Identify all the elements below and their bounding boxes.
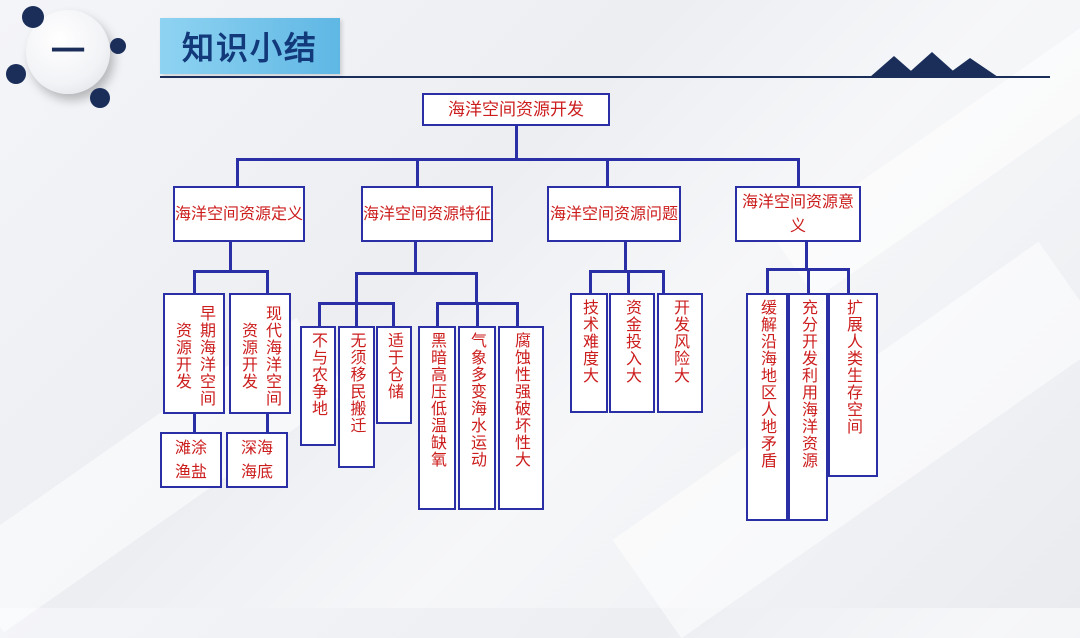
- leaf-label: 黑暗高压低温缺氧: [425, 332, 449, 468]
- branch-label: 海洋空间资源定义: [175, 202, 303, 226]
- decorative-dot: [22, 6, 44, 28]
- connector-line: [662, 270, 665, 294]
- leaf-label: 气象多变海水运动: [465, 332, 489, 468]
- connector-line: [193, 270, 269, 273]
- leaf-node: 缓解沿海地区人地矛盾: [746, 293, 788, 521]
- leaf-node: 充分开发利用海洋资源: [788, 293, 828, 521]
- connector-line: [229, 241, 232, 271]
- connector-line: [797, 158, 800, 188]
- connector-line: [805, 241, 808, 269]
- connector-line: [416, 158, 419, 188]
- connector-line: [392, 302, 395, 326]
- connector-line: [266, 270, 269, 294]
- connector-line: [193, 270, 196, 294]
- leaf-label: 现代海洋空间资源开发: [236, 299, 284, 412]
- leaf-node: 早期海洋空间资源开发: [163, 293, 225, 414]
- root-node: 海洋空间资源开发: [422, 93, 610, 126]
- connector-line: [766, 268, 769, 294]
- branch-node-problems: 海洋空间资源问题: [547, 186, 681, 242]
- leaf-node: 气象多变海水运动: [458, 326, 496, 510]
- leaf-label: 无须移民搬迁: [345, 332, 369, 434]
- decorative-dot: [6, 64, 26, 84]
- detail-node: 滩涂渔盐: [160, 432, 222, 488]
- leaf-label: 适于仓储: [382, 332, 406, 400]
- connector-line: [589, 270, 592, 294]
- connector-line: [624, 241, 627, 271]
- branch-node-definition: 海洋空间资源定义: [173, 186, 305, 242]
- detail-node: 深海海底: [226, 432, 288, 488]
- connector-line: [414, 241, 417, 273]
- connector-line: [516, 302, 519, 326]
- leaf-node: 现代海洋空间资源开发: [229, 293, 291, 414]
- leaf-node: 无须移民搬迁: [338, 326, 375, 468]
- page-title-banner: 知识小结: [160, 18, 340, 74]
- leaf-node: 适于仓储: [376, 326, 412, 424]
- branch-label: 海洋空间资源意义: [737, 190, 859, 238]
- branch-label: 海洋空间资源问题: [550, 202, 678, 226]
- leaf-node: 技术难度大: [570, 293, 608, 413]
- connector-line: [266, 413, 269, 433]
- root-node-label: 海洋空间资源开发: [448, 98, 584, 122]
- connector-line: [193, 413, 196, 433]
- branch-label: 海洋空间资源特征: [363, 202, 491, 226]
- leaf-label: 扩展人类生存空间: [841, 299, 865, 435]
- connector-line: [355, 272, 358, 304]
- connector-line: [807, 268, 810, 294]
- detail-label: 深海海底: [237, 436, 277, 484]
- leaf-label: 充分开发利用海洋资源: [796, 299, 820, 469]
- leaf-label: 技术难度大: [577, 299, 601, 384]
- branch-node-significance: 海洋空间资源意义: [735, 186, 861, 242]
- leaf-label: 早期海洋空间资源开发: [170, 299, 218, 412]
- connector-line: [606, 158, 609, 188]
- leaf-node: 不与农争地: [300, 326, 336, 446]
- connector-line: [355, 302, 358, 326]
- leaf-node: 扩展人类生存空间: [828, 293, 878, 477]
- leaf-label: 不与农争地: [306, 332, 330, 417]
- connector-line: [476, 302, 479, 326]
- connector-line: [355, 272, 478, 275]
- section-number: 一: [51, 35, 85, 69]
- leaf-node: 开发风险大: [657, 293, 703, 413]
- connector-line: [627, 270, 630, 294]
- leaf-node: 资金投入大: [609, 293, 655, 413]
- branch-node-features: 海洋空间资源特征: [361, 186, 493, 242]
- connector-line: [318, 302, 321, 326]
- page-title: 知识小结: [182, 23, 318, 69]
- detail-label: 滩涂渔盐: [171, 436, 211, 484]
- connector-line: [515, 124, 518, 160]
- connector-line: [475, 272, 478, 304]
- mountain-decoration-icon: [870, 52, 1000, 78]
- leaf-node: 黑暗高压低温缺氧: [418, 326, 456, 510]
- leaf-node: 腐蚀性强破坏性大: [498, 326, 544, 510]
- leaf-label: 缓解沿海地区人地矛盾: [755, 299, 779, 469]
- decorative-dot: [90, 88, 110, 108]
- leaf-label: 资金投入大: [620, 299, 644, 384]
- leaf-label: 开发风险大: [668, 299, 692, 384]
- connector-line: [847, 268, 850, 294]
- decorative-dot: [110, 38, 126, 54]
- connector-line: [436, 302, 439, 326]
- connector-line: [236, 158, 239, 188]
- leaf-label: 腐蚀性强破坏性大: [509, 332, 533, 468]
- connector-line: [236, 158, 797, 161]
